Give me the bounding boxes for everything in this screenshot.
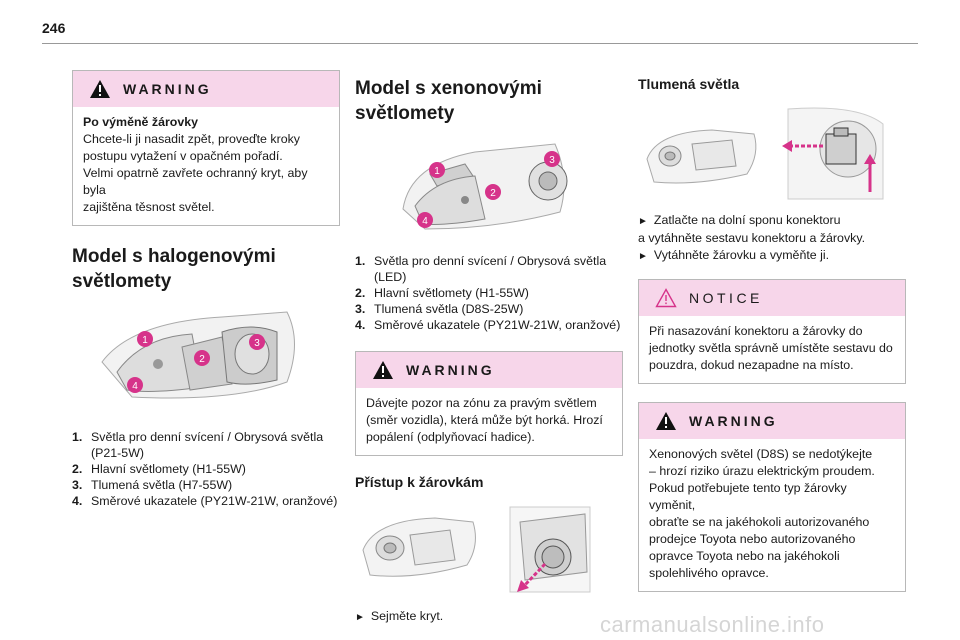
section-heading-low-beam: Tlumená světla — [638, 76, 740, 92]
callout-badge-1: 1 — [429, 162, 445, 178]
xenon-headlight-diagram: 1 2 3 4 — [402, 143, 568, 230]
warning-line: Dávejte pozor na zónu za pravým světlem — [366, 396, 597, 410]
warning-line: zajištěna těsnost světel. — [83, 200, 215, 214]
halogen-headlight-diagram: 1 2 3 4 — [101, 311, 295, 399]
notice-box: NOTICE Při nasazování konektoru a žárovk… — [638, 279, 906, 384]
warning-line: – hrozí riziko úrazu elektrickým proudem… — [649, 464, 875, 478]
callout-badge-3: 3 — [249, 334, 265, 350]
column-halogen: WARNING Po výměně žárovky Chcete-li ji n… — [72, 70, 340, 509]
notice-line: pouzdra, dokud nezapadne na místo. — [649, 358, 854, 372]
warning-triangle-icon — [373, 361, 393, 379]
svg-text:1: 1 — [434, 166, 440, 177]
callout-badge-4: 4 — [417, 212, 433, 228]
list-item: 1.Světla pro denní svícení / Obrysová sv… — [72, 430, 324, 460]
halogen-bulb-list: 1.Světla pro denní svícení / Obrysová sv… — [72, 429, 340, 509]
notice-line: Při nasazování konektoru a žárovky do — [649, 324, 863, 338]
low-beam-steps: ►Zatlačte na dolní sponu konektoru a vyt… — [638, 212, 906, 265]
column-xenon: Model s xenonovými světlomety 1 2 3 4 1.… — [355, 76, 623, 626]
svg-text:2: 2 — [490, 188, 496, 199]
warning-line: Pokud potřebujete tento typ žárovky vymě… — [649, 481, 847, 512]
notice-label: NOTICE — [689, 290, 763, 306]
footer-watermark: carmanualsonline.info — [600, 612, 825, 637]
callout-badge-4: 4 — [127, 377, 143, 393]
access-figures — [355, 502, 623, 602]
warning-box-hot-zone: WARNING Dávejte pozor na zónu za pravým … — [355, 351, 623, 456]
svg-text:2: 2 — [199, 354, 205, 365]
callout-badge-1: 1 — [137, 331, 153, 347]
low-beam-figures — [638, 104, 906, 204]
warning-box-bulb-replacement: WARNING Po výměně žárovky Chcete-li ji n… — [72, 70, 340, 226]
step-remove-cover: ►Sejměte kryt. — [355, 609, 444, 623]
list-item: 4.Směrové ukazatele (PY21W-21W, oranžové… — [355, 318, 621, 332]
warning-line: prodejce Toyota nebo autorizovaného — [649, 532, 856, 546]
header-rule — [42, 43, 918, 44]
list-item: 2.Hlavní světlomety (H1-55W) — [355, 286, 529, 300]
warning-line: spolehlivého opravce. — [649, 566, 769, 580]
warning-triangle-icon — [90, 80, 110, 98]
svg-text:4: 4 — [132, 381, 138, 392]
warning-triangle-icon — [656, 412, 676, 430]
arrow-right-icon: ► — [638, 251, 648, 262]
warning-line: Chcete-li ji nasadit zpět, proveďte krok… — [83, 132, 300, 146]
warning-box-xenon: WARNING Xenonových světel (D8S) se nedot… — [638, 402, 906, 592]
svg-text:4: 4 — [422, 216, 428, 227]
callout-badge-2: 2 — [485, 184, 501, 200]
arrow-right-icon: ► — [355, 612, 365, 623]
warning-line: obraťte se na jakéhokoli autorizovaného — [649, 515, 870, 529]
warning-line: (směr vozidla), která může být horká. Hr… — [366, 413, 603, 427]
svg-text:3: 3 — [549, 155, 555, 166]
step-item: ►Zatlačte na dolní sponu konektoru — [638, 213, 841, 227]
page-number: 246 — [42, 20, 66, 36]
cover-removal-diagram — [509, 506, 591, 593]
svg-text:3: 3 — [254, 338, 260, 349]
list-item: 2.Hlavní světlomety (H1-55W) — [72, 462, 246, 476]
warning-line: opravce Toyota nebo na jakéhokoli — [649, 549, 840, 563]
notice-line: jednotky světla správně umístěte sestavu… — [649, 341, 893, 355]
warning-line: Po výměně žárovky — [83, 115, 199, 129]
warning-line: Velmi opatrně zavřete ochranný kryt, aby… — [83, 166, 308, 197]
warning-line: popálení (odplyňovací hadice). — [366, 430, 535, 444]
xenon-bulb-list: 1.Světla pro denní svícení / Obrysová sv… — [355, 253, 623, 333]
connector-removal-diagram — [782, 107, 884, 200]
list-item: 3.Tlumená světla (D8S-25W) — [355, 302, 524, 316]
section-heading-halogen: Model s halogenovými světlomety — [72, 246, 276, 292]
svg-text:1: 1 — [142, 335, 148, 346]
arrow-right-icon: ► — [638, 216, 648, 227]
callout-badge-3: 3 — [544, 151, 560, 167]
step-item: ►Vytáhněte žárovku a vyměňte ji. — [638, 248, 830, 262]
cover-location-diagram — [362, 517, 476, 577]
list-item: 3.Tlumená světla (H7-55W) — [72, 478, 233, 492]
low-beam-location-diagram — [646, 129, 757, 184]
column-low-beam: Tlumená světla ►Zatlačte na dolní sponu … — [638, 76, 906, 610]
list-item: 1.Světla pro denní svícení / Obrysová sv… — [355, 254, 607, 284]
warning-label: WARNING — [689, 413, 778, 429]
notice-triangle-icon — [655, 288, 677, 308]
warning-label: WARNING — [406, 362, 495, 378]
callout-badge-2: 2 — [194, 350, 210, 366]
section-heading-xenon: Model s xenonovými světlomety — [355, 78, 542, 124]
warning-line: Xenonových světel (D8S) se nedotýkejte — [649, 447, 873, 461]
warning-line: postupu vytažení v opačném pořadí. — [83, 149, 283, 163]
step-item-cont: a vytáhněte sestavu konektoru a žárovky. — [638, 231, 866, 245]
section-heading-access: Přístup k žárovkám — [355, 474, 484, 490]
warning-label: WARNING — [123, 81, 212, 97]
list-item: 4.Směrové ukazatele (PY21W-21W, oranžové… — [72, 494, 338, 508]
